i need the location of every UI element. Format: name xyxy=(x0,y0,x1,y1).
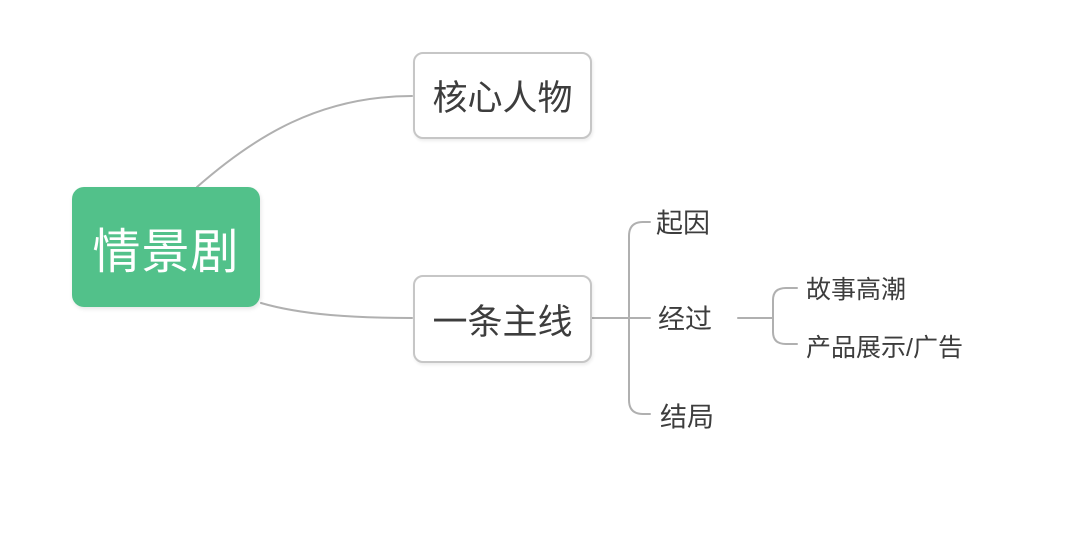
node-story-climax[interactable]: 故事高潮 xyxy=(806,276,907,304)
bracket-mainline-children xyxy=(628,221,651,415)
node-ending[interactable]: 结局 xyxy=(660,402,714,433)
connector-root-to-core xyxy=(196,95,413,188)
node-core-characters-label: 核心人物 xyxy=(432,79,573,118)
bracket-process-children xyxy=(772,287,798,345)
node-core-characters[interactable]: 核心人物 xyxy=(413,52,592,139)
node-process[interactable]: 经过 xyxy=(658,304,712,335)
node-product-display-ad[interactable]: 产品展示/广告 xyxy=(806,334,963,362)
node-root[interactable]: 情景剧 xyxy=(72,187,260,307)
node-main-storyline[interactable]: 一条主线 xyxy=(413,275,592,363)
node-cause[interactable]: 起因 xyxy=(656,208,710,239)
node-root-label: 情景剧 xyxy=(92,226,240,279)
node-main-storyline-label: 一条主线 xyxy=(432,302,573,342)
connector-root-to-mainline xyxy=(260,302,413,319)
